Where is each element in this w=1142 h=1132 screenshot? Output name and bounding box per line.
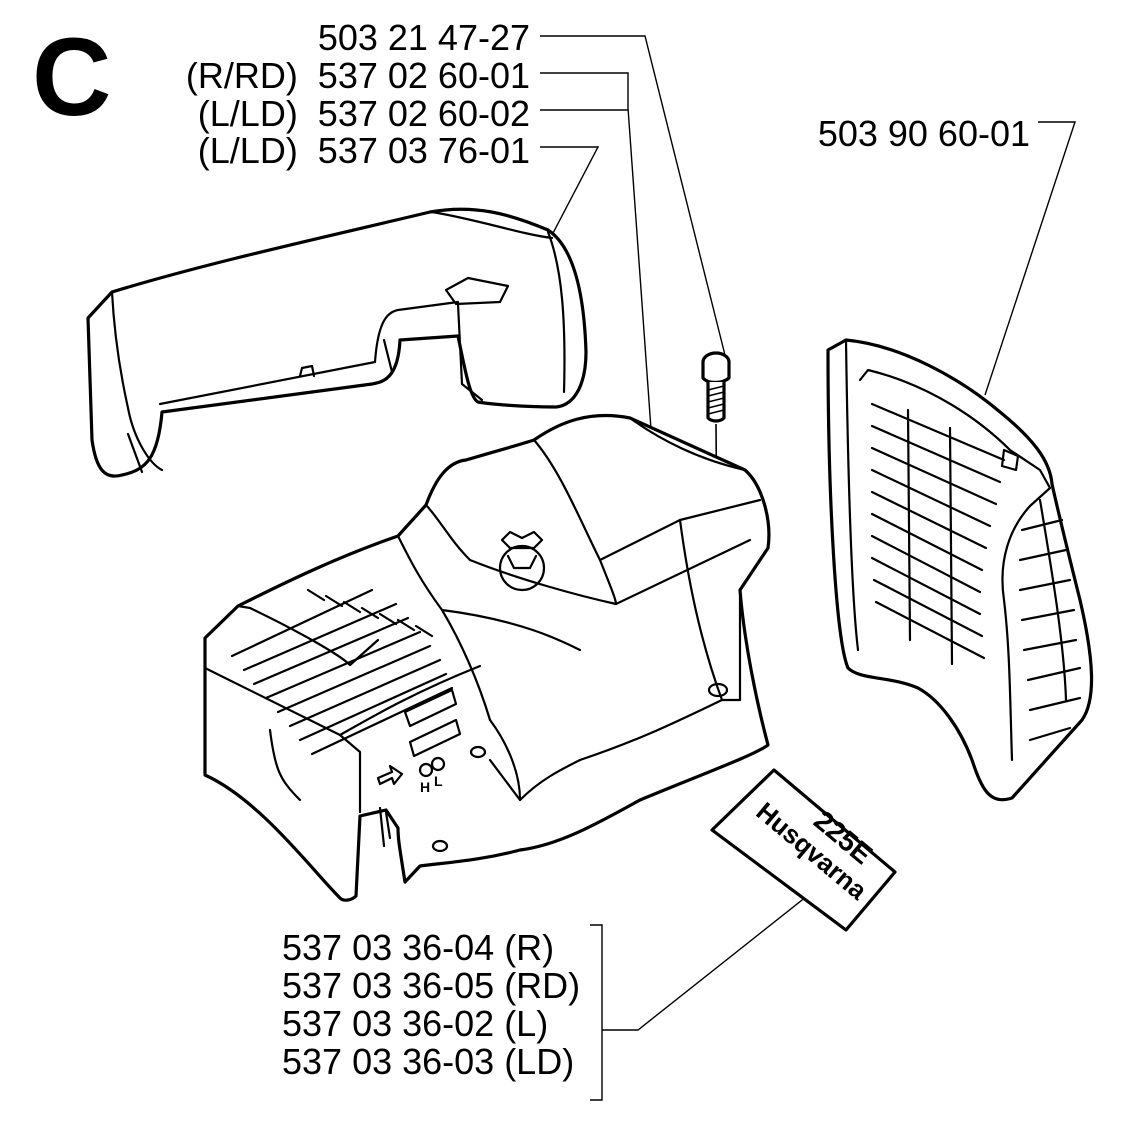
grille-slats: [870, 402, 1082, 742]
crown-logo-icon: [498, 530, 546, 592]
part-labels: 503 21 47-27 (R/RD) 537 02 60-01 (L/LD) …: [186, 17, 1030, 1082]
leader-screw: [540, 35, 731, 376]
label-decal-rd: 537 03 36-05 (RD): [282, 965, 580, 1006]
arrow-icon: [376, 764, 404, 786]
section-letter: C: [32, 16, 111, 139]
top-cover-part: [86, 207, 588, 478]
label-top-lld: (L/LD) 537 03 76-01: [198, 130, 530, 171]
label-decal-l: 537 03 36-02 (L): [282, 1003, 548, 1044]
leader-top: [539, 146, 600, 259]
mark-l: L: [434, 773, 443, 789]
leader-decal-pointer: [602, 869, 841, 1031]
label-grille: 503 90 60-01: [818, 113, 1030, 154]
leader-grille: [984, 121, 1076, 396]
label-cover-lld: (L/LD) 537 02 60-02: [198, 93, 530, 134]
cover-vent-grid: [230, 588, 454, 756]
leader-decal: [590, 924, 603, 1101]
label-cover-rrd: (R/RD) 537 02 60-01: [186, 55, 530, 96]
decal-part: Husqvarna 225E: [710, 768, 897, 932]
leader-lines: [539, 35, 1076, 1101]
label-screw: 503 21 47-27: [318, 17, 530, 58]
label-decal-ld: 537 03 36-03 (LD): [282, 1041, 574, 1082]
cover-controls: H L: [376, 688, 462, 848]
leader-cover-rrd: [540, 72, 656, 486]
main-cover-part: H L: [203, 413, 771, 902]
mark-h: H: [420, 779, 430, 795]
air-grille-part: [826, 338, 1094, 802]
label-decal-r: 537 03 36-04 (R): [282, 927, 554, 968]
